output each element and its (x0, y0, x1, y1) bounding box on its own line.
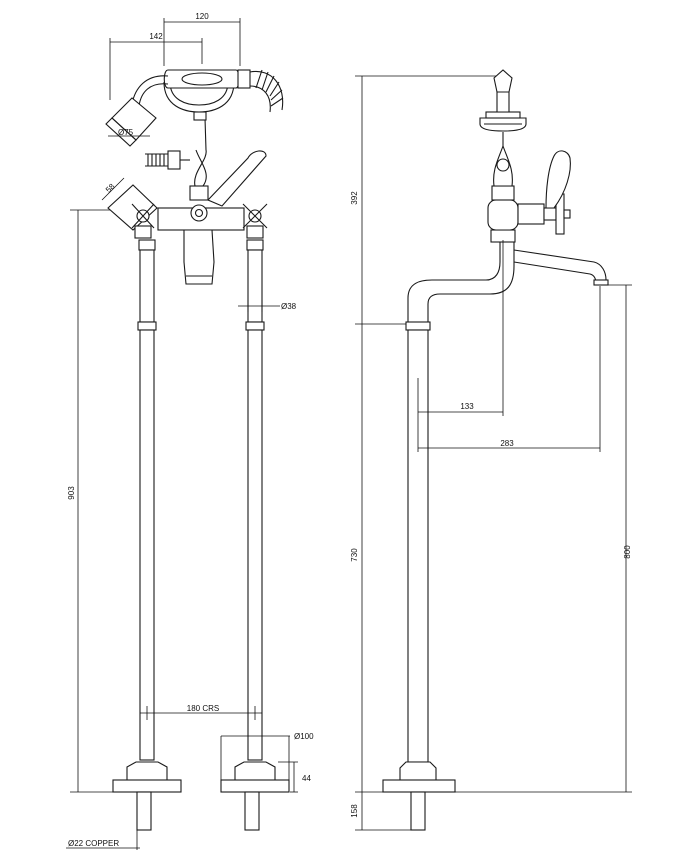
side-spout (513, 249, 609, 286)
dim-58-label: 58 (104, 182, 117, 195)
dim-903: 903 (67, 209, 113, 793)
dim-903-label: 903 (67, 486, 76, 500)
right-standpipe (220, 239, 290, 831)
dim-44-label: 44 (302, 774, 311, 783)
dim-handset-diameter: Ø75 (108, 128, 150, 137)
dim-283-label: 283 (500, 439, 514, 448)
copper-tail-note-label: Ø22 COPPER (68, 839, 119, 848)
mixer-body (157, 111, 245, 285)
dim-120-label: 120 (195, 12, 209, 21)
dim-158: 158 (350, 792, 411, 831)
dim-283: 283 (417, 286, 601, 452)
dim-800: 800 (455, 284, 632, 793)
front-view: 120 142 Ø75 58 Ø38 (66, 12, 314, 850)
dim-800-label: 800 (623, 545, 632, 559)
dim-centres-label: 180 CRS (187, 704, 219, 713)
side-body (487, 150, 571, 243)
dim-133: 133 (417, 240, 504, 416)
dim-730: 730 (350, 324, 383, 793)
dim-730-label: 730 (350, 548, 359, 562)
dim-centres: 180 CRS (140, 704, 262, 720)
side-handset (479, 69, 527, 132)
dim-142: 142 (109, 32, 203, 100)
hose-connector (145, 150, 190, 170)
left-standpipe (112, 239, 182, 831)
side-riser (382, 321, 456, 831)
dim-133-label: 133 (460, 402, 474, 411)
right-cross-handle (242, 203, 268, 239)
dim-standpipe-diameter-label: Ø38 (281, 302, 297, 311)
left-cross-handle (107, 184, 158, 239)
dim-142-label: 142 (149, 32, 163, 41)
copper-tail-note: Ø22 COPPER (66, 830, 140, 850)
dim-158-label: 158 (350, 804, 359, 818)
dim-392-label: 392 (350, 191, 359, 205)
side-gooseneck (407, 240, 515, 322)
dim-44: 44 (278, 761, 311, 793)
handset-cradle (163, 81, 235, 113)
shower-handset (105, 69, 251, 147)
dim-392: 392 (350, 75, 496, 325)
dim-standpipe-diameter: Ø38 (238, 300, 297, 312)
diverter-lever (207, 150, 267, 207)
side-cradle (493, 132, 513, 187)
dim-handset-diameter-label: Ø75 (118, 128, 134, 137)
shower-hose (249, 69, 284, 113)
dim-flange-diameter: Ø100 (220, 732, 314, 780)
side-view: 392 730 158 133 283 (350, 69, 632, 831)
dim-flange-diameter-label: Ø100 (294, 732, 314, 741)
